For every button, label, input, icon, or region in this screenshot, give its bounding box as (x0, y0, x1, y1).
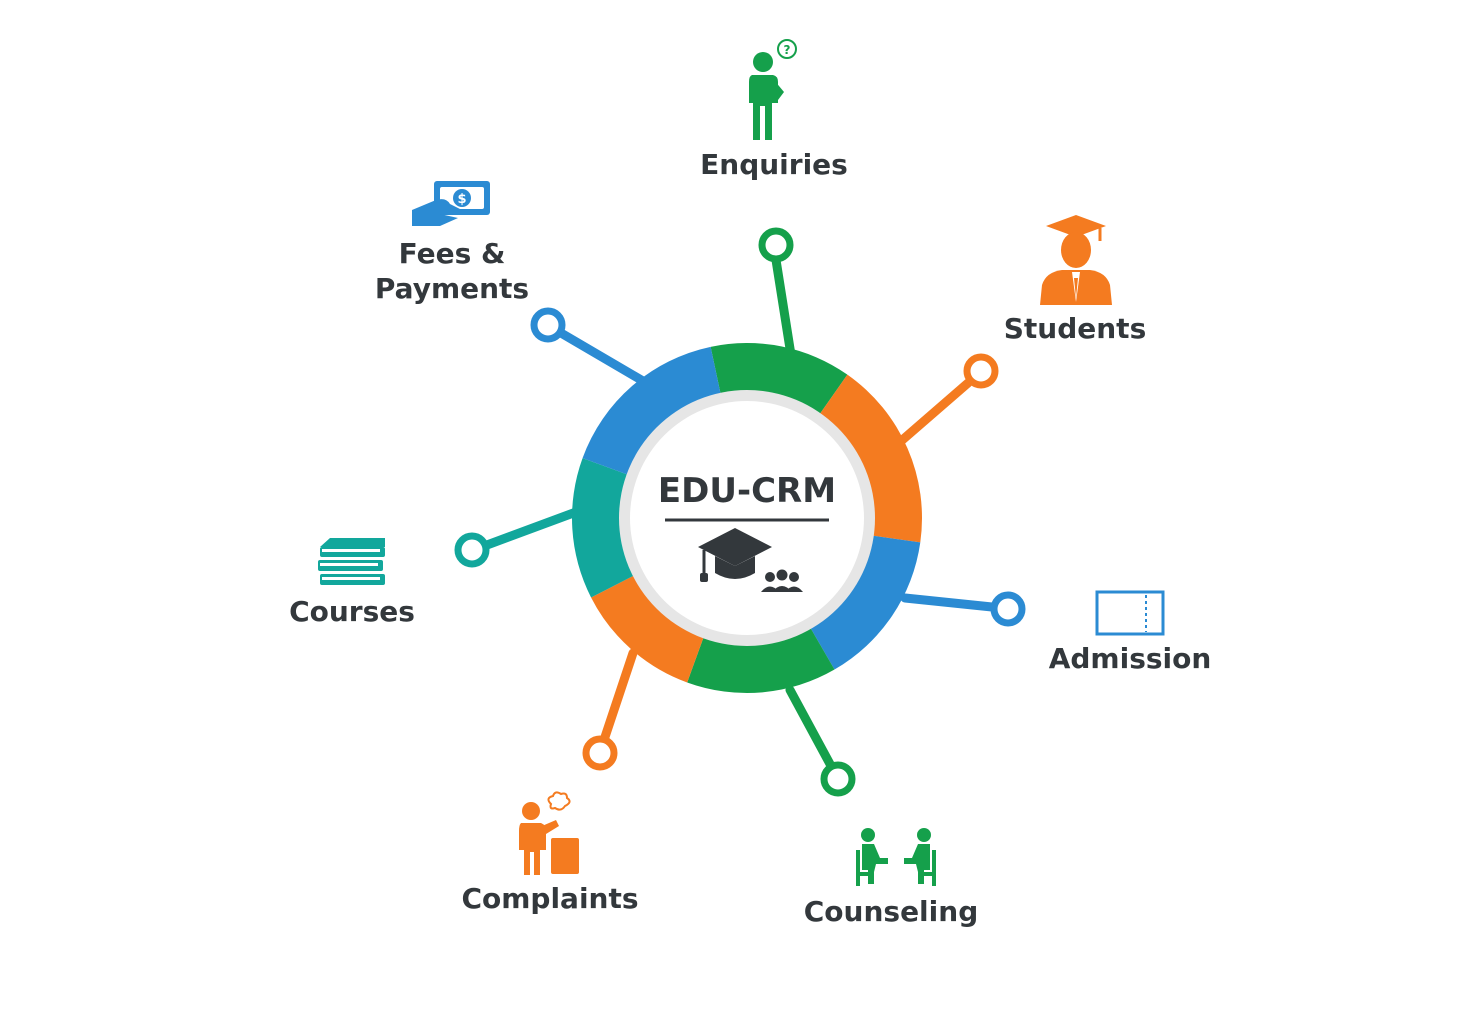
svg-text:?: ? (784, 43, 791, 57)
segment-fees (582, 346, 722, 476)
connector-node-counseling (820, 761, 856, 797)
connector-node-fees (530, 307, 566, 343)
segment-complaints (591, 574, 705, 683)
connector-enquiries (771, 255, 796, 360)
admission-ticket-icon (1095, 590, 1165, 636)
segment-enquiries (710, 343, 848, 417)
label-counseling: Counseling (804, 895, 978, 928)
connector-node-courses (454, 532, 490, 568)
connector-node-admission (990, 591, 1026, 627)
segment-courses (572, 458, 637, 598)
center-circle (630, 401, 864, 635)
connector-node-enquiries (758, 227, 794, 263)
label-courses: Courses (289, 595, 415, 628)
connector-counseling (785, 685, 835, 769)
graduation-cap-group-icon (698, 528, 803, 592)
segment-admission (809, 535, 921, 670)
thinking-person-icon: ? (749, 39, 797, 140)
connectors (454, 227, 1026, 797)
books-stack-icon (318, 538, 385, 585)
svg-text:$: $ (457, 192, 466, 207)
label-admission: Admission (1049, 642, 1212, 675)
center-title: EDU-CRM (658, 471, 836, 511)
graduate-student-icon (1040, 215, 1112, 305)
connector-node-complaints (582, 735, 618, 771)
connector-fees (556, 328, 648, 386)
connector-complaints (600, 648, 638, 742)
label-fees-line2: Payments (375, 272, 529, 305)
counseling-people-icon (856, 828, 936, 886)
label-fees-line1: Fees & (399, 237, 506, 270)
label-complaints: Complaints (461, 882, 638, 915)
crm-ring (572, 343, 922, 693)
connector-students (895, 378, 973, 447)
label-enquiries: Enquiries (700, 148, 848, 181)
complaint-person-icon (519, 791, 579, 875)
connector-admission (900, 593, 997, 612)
segment-students (818, 374, 922, 543)
connector-courses (482, 507, 581, 550)
connector-node-students (963, 353, 999, 389)
cash-payment-icon: $ (412, 181, 490, 226)
label-students: Students (1004, 312, 1147, 345)
